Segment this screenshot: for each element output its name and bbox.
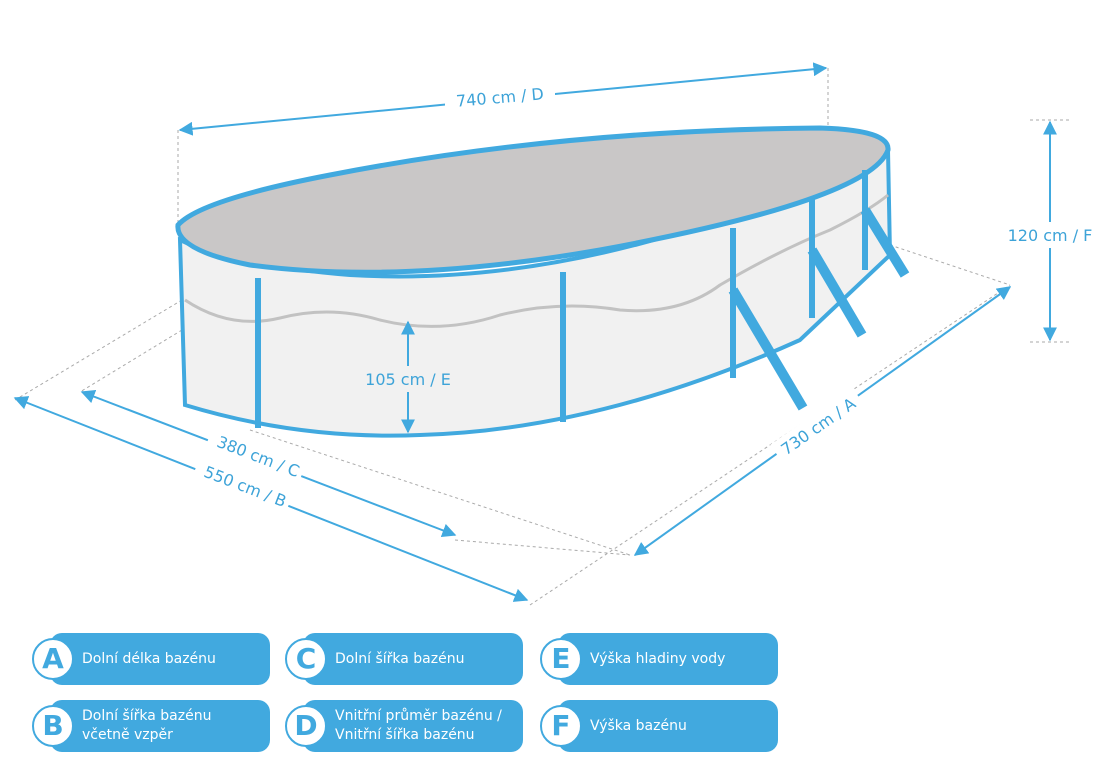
legend-letter: C xyxy=(285,638,327,680)
legend-letter: F xyxy=(540,705,582,747)
water-line xyxy=(184,193,889,328)
legend-letter: A xyxy=(32,638,74,680)
label-e: 105 cm / E xyxy=(365,370,451,389)
pool-top-surface xyxy=(175,125,891,275)
legend-text: Výška hladiny vody xyxy=(590,650,726,667)
legend-item-a: A Dolní délka bazénu xyxy=(32,633,270,685)
legend-item-d: D Vnitřní průměr bazénu / Vnitřní šířka b… xyxy=(285,700,523,752)
legend-item-f: F Výška bazénu xyxy=(540,700,778,752)
legend-text: Dolní délka bazénu xyxy=(82,650,216,667)
legend-letter: B xyxy=(32,705,74,747)
legend-text: Vnitřní průměr bazénu / xyxy=(335,708,502,724)
legend-text: Vnitřní šířka bazénu xyxy=(335,727,475,743)
legend-item-c: C Dolní šířka bazénu xyxy=(285,633,523,685)
legend-letter: D xyxy=(285,705,327,747)
legend-letter: E xyxy=(540,638,582,680)
legend-text: Dolní šířka bazénu xyxy=(82,708,212,724)
legend-text: včetně vzpěr xyxy=(82,727,173,743)
label-a: 730 cm / A xyxy=(777,394,859,459)
legend-item-e: E Výška hladiny vody xyxy=(540,633,778,685)
legend-item-b: B Dolní šířka bazénu včetně vzpěr xyxy=(32,700,270,752)
legend-text: Výška bazénu xyxy=(590,717,687,734)
legend-text: Dolní šířka bazénu xyxy=(335,650,465,667)
label-f: 120 cm / F xyxy=(1008,226,1093,245)
